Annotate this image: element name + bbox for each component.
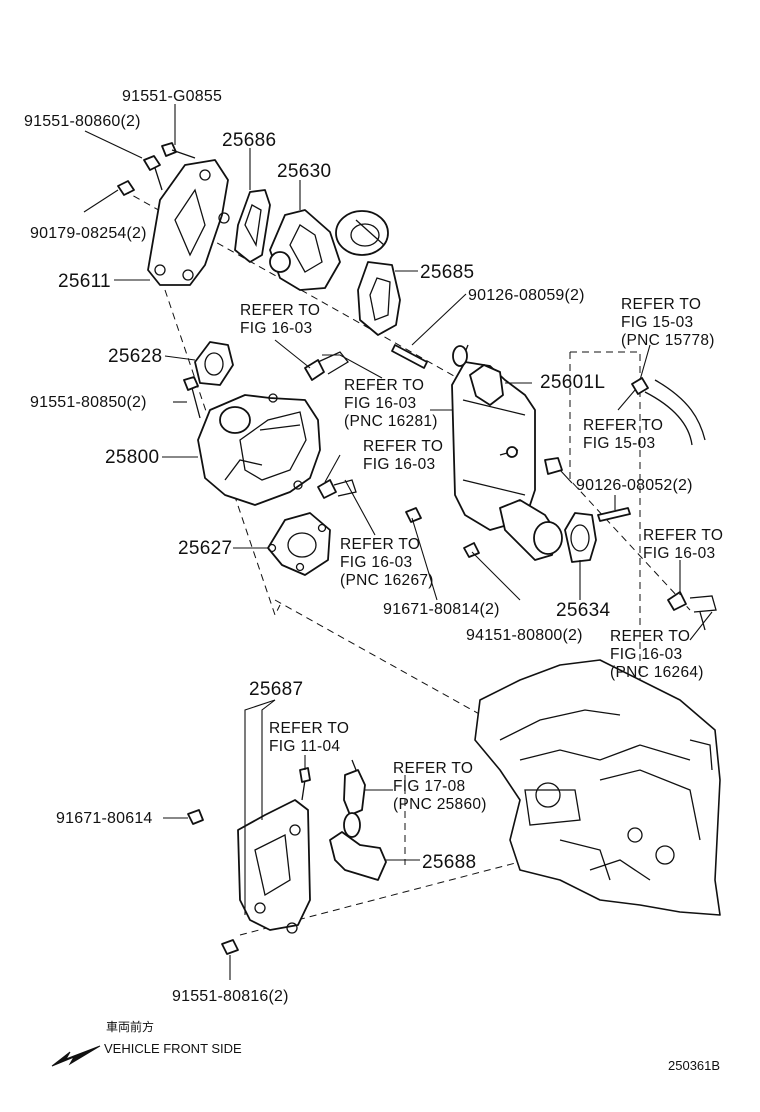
label-25628: 25628 bbox=[108, 346, 162, 367]
egr-cooler-bypass-25800 bbox=[197, 393, 321, 506]
ref-block-e: REFER TO FIG 15-03 (PNC 15778) bbox=[621, 296, 715, 349]
ref-block-g: REFER TO FIG 16-03 bbox=[643, 527, 723, 562]
label-90126-08059: 90126-08059(2) bbox=[468, 287, 585, 304]
label-91671-80814: 91671-80814(2) bbox=[383, 601, 500, 618]
ref-i-line1: REFER TO bbox=[269, 720, 349, 737]
ref-b-line3: (PNC 16281) bbox=[344, 413, 438, 430]
bolt-91551-80816 bbox=[221, 939, 239, 955]
label-91671-80614: 91671-80614 bbox=[56, 810, 153, 827]
hose-right-lower bbox=[667, 591, 717, 631]
stud-90126-08059 bbox=[391, 344, 428, 369]
ref-b-line2: FIG 16-03 bbox=[344, 395, 416, 412]
gasket-25627 bbox=[267, 512, 331, 576]
label-91551-80860: 91551-80860(2) bbox=[24, 113, 141, 130]
engine-block bbox=[474, 659, 721, 916]
ref-c-line2: FIG 16-03 bbox=[363, 456, 435, 473]
nut-94151-80800 bbox=[463, 542, 480, 558]
ref-a-line1: REFER TO bbox=[240, 302, 320, 319]
leader-lines bbox=[83, 104, 713, 980]
ref-block-b: REFER TO FIG 16-03 (PNC 16281) bbox=[344, 377, 438, 430]
front-label-en: VEHICLE FRONT SIDE bbox=[104, 1041, 242, 1056]
bracket-25688 bbox=[329, 831, 387, 881]
nut-90179-08254 bbox=[117, 180, 135, 196]
egr-cooler-25601L bbox=[451, 344, 563, 561]
gasket-25628 bbox=[194, 341, 234, 386]
ref-e-line1: REFER TO bbox=[621, 296, 701, 313]
label-25627: 25627 bbox=[178, 538, 232, 559]
hose-clamp-left bbox=[304, 351, 357, 499]
ref-d-line1: REFER TO bbox=[340, 536, 420, 553]
label-25685: 25685 bbox=[420, 262, 474, 283]
ref-block-c: REFER TO FIG 16-03 bbox=[363, 438, 443, 473]
label-25687: 25687 bbox=[249, 679, 303, 700]
ref-e-line2: FIG 15-03 bbox=[621, 314, 693, 331]
ref-j-line1: REFER TO bbox=[393, 760, 473, 777]
diagram-code: 250361B bbox=[668, 1058, 720, 1073]
hose-right-upper bbox=[631, 377, 706, 446]
label-25686: 25686 bbox=[222, 130, 276, 151]
arrow-left-down-icon bbox=[51, 1045, 101, 1067]
gasket-25685 bbox=[357, 261, 401, 336]
ref-block-h: REFER TO FIG 16-03 (PNC 16264) bbox=[610, 628, 704, 681]
label-90179-08254: 90179-08254(2) bbox=[30, 225, 147, 242]
ref-i-line2: FIG 11-04 bbox=[269, 738, 340, 755]
ref-f-line1: REFER TO bbox=[583, 417, 663, 434]
ref-d-line2: FIG 16-03 bbox=[340, 554, 412, 571]
ref-block-d: REFER TO FIG 16-03 (PNC 16267) bbox=[340, 536, 434, 589]
ref-block-f: REFER TO FIG 15-03 bbox=[583, 417, 663, 452]
ref-d-line3: (PNC 16267) bbox=[340, 572, 434, 589]
ref-c-line1: REFER TO bbox=[363, 438, 443, 455]
ref-block-j: REFER TO FIG 17-08 (PNC 25860) bbox=[393, 760, 487, 813]
ref-a-line2: FIG 16-03 bbox=[240, 320, 312, 337]
label-91551-80816: 91551-80816(2) bbox=[172, 988, 289, 1005]
ref-h-line1: REFER TO bbox=[610, 628, 690, 645]
front-label-jp: 車両前方 bbox=[106, 1019, 154, 1034]
label-25601L: 25601L bbox=[540, 372, 605, 393]
gasket-25686 bbox=[234, 189, 271, 263]
ref-block-i: REFER TO FIG 11-04 bbox=[269, 720, 349, 755]
egr-valve-plate-25611 bbox=[147, 159, 230, 286]
label-94151-80800: 94151-80800(2) bbox=[466, 627, 583, 644]
label-25688: 25688 bbox=[422, 852, 476, 873]
bolt-91551-80860 bbox=[143, 155, 163, 191]
gasket-25634 bbox=[564, 512, 597, 563]
ref-b-line1: REFER TO bbox=[344, 377, 424, 394]
bracket-25687 bbox=[237, 767, 311, 934]
label-90126-08052: 90126-08052(2) bbox=[576, 477, 693, 494]
ref-g-line2: FIG 16-03 bbox=[643, 545, 715, 562]
egr-valve-25630 bbox=[269, 209, 389, 291]
label-25800: 25800 bbox=[105, 447, 159, 468]
sensor-25860 bbox=[343, 759, 366, 838]
bolt-91671-80614 bbox=[187, 809, 204, 825]
label-91551-G0855: 91551-G0855 bbox=[122, 88, 222, 105]
bolt-91551-80850 bbox=[183, 376, 201, 419]
ref-h-line3: (PNC 16264) bbox=[610, 664, 704, 681]
bolt-91551-G0855 bbox=[161, 142, 196, 159]
label-25611: 25611 bbox=[58, 271, 111, 292]
stud-90126-08052 bbox=[597, 507, 631, 522]
ref-e-line3: (PNC 15778) bbox=[621, 332, 715, 349]
label-91551-80850: 91551-80850(2) bbox=[30, 394, 147, 411]
ref-g-line1: REFER TO bbox=[643, 527, 723, 544]
label-25630: 25630 bbox=[277, 161, 331, 182]
ref-j-line2: FIG 17-08 bbox=[393, 778, 465, 795]
ref-h-line2: FIG 16-03 bbox=[610, 646, 682, 663]
bolt-91671-80814 bbox=[405, 507, 422, 523]
label-25634: 25634 bbox=[556, 600, 610, 621]
ref-j-line3: (PNC 25860) bbox=[393, 796, 487, 813]
ref-f-line2: FIG 15-03 bbox=[583, 435, 655, 452]
vehicle-front-indicator: 車両前方 VEHICLE FRONT SIDE bbox=[51, 1019, 242, 1067]
ref-block-a: REFER TO FIG 16-03 bbox=[240, 302, 320, 337]
